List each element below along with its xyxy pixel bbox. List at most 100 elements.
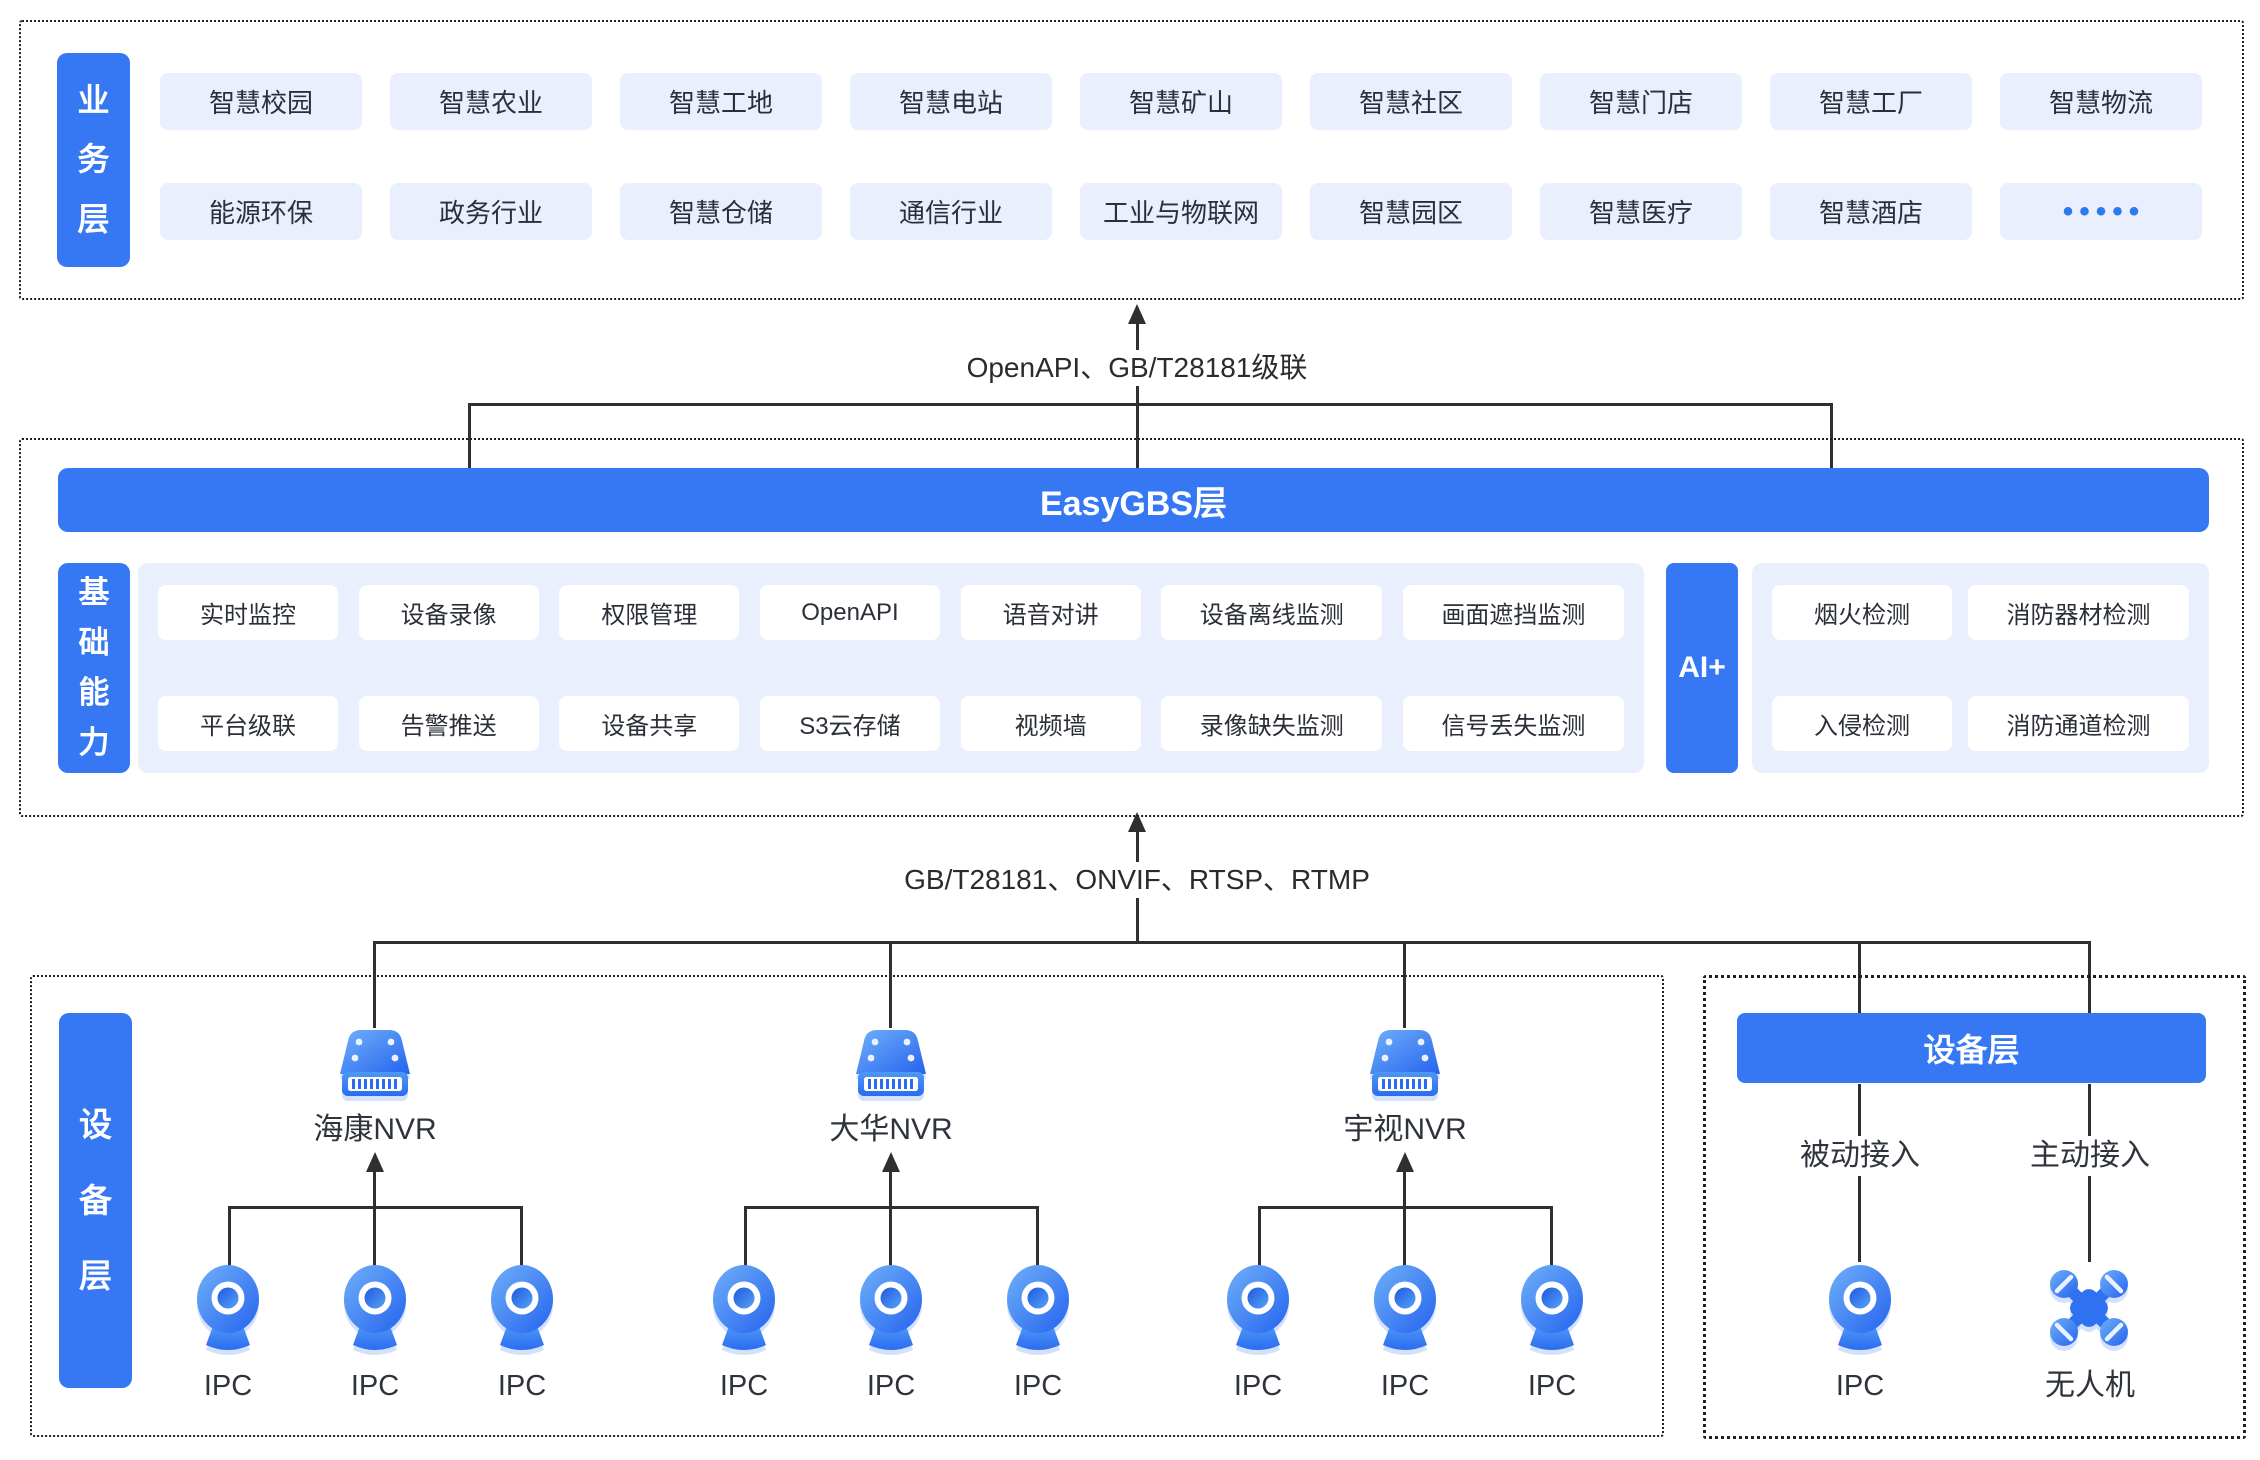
ipc-label: IPC xyxy=(350,1370,400,1402)
capability-chip[interactable]: 实时监控 xyxy=(158,585,338,640)
connector-line xyxy=(1136,386,1139,470)
business-chip[interactable]: 能源环保 xyxy=(160,183,362,240)
capability-chip[interactable]: 录像缺失监测 xyxy=(1161,696,1383,751)
connector-line xyxy=(1403,941,1406,1028)
active-access-label: 主动接入 xyxy=(2030,1139,2150,1172)
arrow-up-icon xyxy=(1396,1152,1414,1172)
capability-label-text: 基础能力 xyxy=(78,574,110,761)
connector-line xyxy=(1830,403,1833,470)
connector-line xyxy=(1258,1206,1261,1282)
business-chip[interactable]: 智慧校园 xyxy=(160,73,362,130)
connector-line xyxy=(744,1206,747,1282)
easygbs-title-bar: EasyGBS层 xyxy=(58,468,2209,532)
ipc-label: IPC xyxy=(203,1370,253,1402)
connector-line xyxy=(1550,1206,1553,1282)
ipc-label: IPC xyxy=(719,1370,769,1402)
ipc-label: IPC xyxy=(1013,1370,1063,1402)
connector-line xyxy=(2088,1084,2091,1136)
business-chip[interactable]: 智慧工厂 xyxy=(1770,73,1972,130)
capability-row-1: 实时监控 设备录像 权限管理 OpenAPI 语音对讲 设备离线监测 画面遮挡监… xyxy=(158,585,1624,640)
ipc-camera-icon xyxy=(860,1265,922,1350)
business-chip[interactable]: 智慧矿山 xyxy=(1080,73,1282,130)
connector-line xyxy=(373,1168,376,1282)
business-chip[interactable]: 智慧酒店 xyxy=(1770,183,1972,240)
capability-label: 基础能力 xyxy=(58,563,130,773)
capability-chip[interactable]: 设备共享 xyxy=(559,696,740,751)
business-chip[interactable]: 智慧仓储 xyxy=(620,183,822,240)
ai-chip[interactable]: 消防器材检测 xyxy=(1968,585,2189,640)
connector-line xyxy=(1136,828,1139,862)
business-chip[interactable]: 智慧物流 xyxy=(2000,73,2202,130)
capability-chip[interactable]: 语音对讲 xyxy=(960,585,1141,640)
capability-panel: 实时监控 设备录像 权限管理 OpenAPI 语音对讲 设备离线监测 画面遮挡监… xyxy=(138,563,1644,773)
capability-chip[interactable]: 告警推送 xyxy=(358,696,539,751)
capability-chip[interactable]: 设备录像 xyxy=(358,585,539,640)
ai-chip[interactable]: 消防通道检测 xyxy=(1968,696,2189,751)
connector-line xyxy=(1858,1084,1861,1136)
ipc-label: IPC xyxy=(1835,1370,1885,1402)
business-chip[interactable]: 智慧社区 xyxy=(1310,73,1512,130)
capability-row-2: 平台级联 告警推送 设备共享 S3云存储 视频墙 录像缺失监测 信号丢失监测 xyxy=(158,696,1624,751)
nvr-icon xyxy=(340,1030,410,1096)
connector-line xyxy=(744,1206,1039,1209)
drone-icon xyxy=(2050,1270,2128,1346)
business-chip[interactable]: 智慧工地 xyxy=(620,73,822,130)
capability-chip[interactable]: 平台级联 xyxy=(158,696,338,751)
device-layer-label-text: 设备层 xyxy=(78,1105,112,1295)
capability-chip[interactable]: 画面遮挡监测 xyxy=(1402,585,1624,640)
ai-chip[interactable]: 入侵检测 xyxy=(1772,696,1952,751)
nvr-name: 宇视NVR xyxy=(1343,1113,1467,1146)
ipc-camera-icon xyxy=(1829,1265,1891,1350)
device-panel-title: 设备层 xyxy=(1923,1032,2020,1068)
nvr-name: 大华NVR xyxy=(829,1113,953,1146)
capability-chip[interactable]: OpenAPI xyxy=(759,585,940,640)
ipc-label: IPC xyxy=(497,1370,547,1402)
business-layer-label: 业务层 xyxy=(57,53,130,267)
ai-chip[interactable]: 烟火检测 xyxy=(1772,585,1952,640)
nvr-icon xyxy=(856,1030,926,1096)
arrow-up-icon xyxy=(366,1152,384,1172)
ipc-camera-icon xyxy=(197,1265,259,1350)
top-link-label: OpenAPI、GB/T28181级联 xyxy=(737,350,1537,386)
device-layer-label: 设备层 xyxy=(59,1013,132,1388)
business-chip[interactable]: 工业与物联网 xyxy=(1080,183,1282,240)
drone-label: 无人机 xyxy=(2045,1369,2135,1402)
connector-line xyxy=(1136,898,1139,943)
business-layer-label-text: 业务层 xyxy=(77,82,110,237)
connector-line xyxy=(373,941,376,1028)
ipc-label: IPC xyxy=(1380,1370,1430,1402)
business-chip[interactable]: 智慧园区 xyxy=(1310,183,1512,240)
connector-line xyxy=(1258,1206,1553,1209)
business-chip[interactable]: 通信行业 xyxy=(850,183,1052,240)
connector-line xyxy=(1403,1168,1406,1282)
connector-line xyxy=(520,1206,523,1282)
connector-line xyxy=(1036,1206,1039,1282)
device-panel-title-bar: 设备层 xyxy=(1737,1013,2206,1083)
business-chip-more[interactable]: ••••• xyxy=(2000,183,2202,240)
ipc-label: IPC xyxy=(866,1370,916,1402)
more-dots-icon: ••••• xyxy=(2062,194,2146,228)
nvr-icon xyxy=(1370,1030,1440,1096)
capability-chip[interactable]: 权限管理 xyxy=(559,585,740,640)
capability-chip[interactable]: 视频墙 xyxy=(960,696,1141,751)
business-chip[interactable]: 智慧门店 xyxy=(1540,73,1742,130)
connector-line xyxy=(2088,1176,2091,1262)
ipc-camera-icon xyxy=(1227,1265,1289,1350)
capability-chip[interactable]: S3云存储 xyxy=(759,696,940,751)
connector-line xyxy=(1136,320,1139,352)
business-chip[interactable]: 智慧电站 xyxy=(850,73,1052,130)
bottom-link-label: GB/T28181、ONVIF、RTSP、RTMP xyxy=(687,862,1587,898)
business-chip[interactable]: 政务行业 xyxy=(390,183,592,240)
capability-chip[interactable]: 设备离线监测 xyxy=(1161,585,1383,640)
ai-row-1: 烟火检测 消防器材检测 xyxy=(1772,585,2189,640)
ai-plus-text: AI+ xyxy=(1678,651,1726,684)
connector-line xyxy=(2088,941,2091,1016)
easygbs-title: EasyGBS层 xyxy=(1039,484,1228,523)
arrow-up-icon xyxy=(882,1152,900,1172)
business-chip[interactable]: 智慧医疗 xyxy=(1540,183,1742,240)
business-chip[interactable]: 智慧农业 xyxy=(390,73,592,130)
capability-chip[interactable]: 信号丢失监测 xyxy=(1402,696,1624,751)
connector-line xyxy=(228,1206,231,1282)
arrow-up-icon xyxy=(1128,812,1146,832)
